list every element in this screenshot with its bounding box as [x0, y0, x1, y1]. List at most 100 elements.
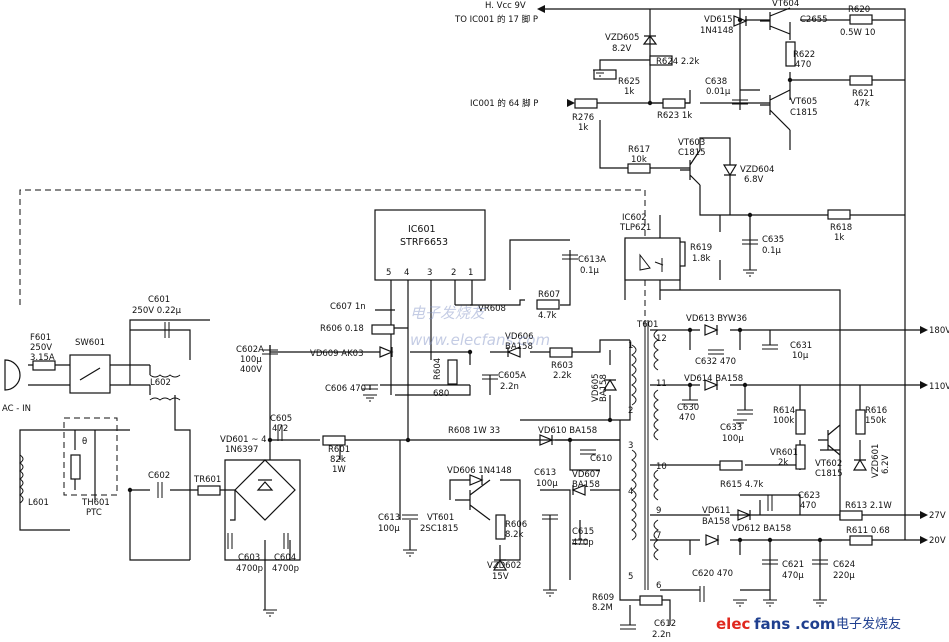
vzd604-value: 6.8V: [744, 175, 764, 185]
capacitor-c635: [742, 239, 758, 245]
vzd604-label: VZD604: [740, 165, 774, 175]
vt602-label: VT602: [815, 459, 842, 469]
vd605-label: VD605: [591, 373, 601, 402]
diode-vd606: [469, 474, 484, 486]
r615-label: R615 4.7k: [720, 480, 763, 490]
vd606-label: VD606 1N4148: [447, 466, 512, 476]
out-180v: 180V: [929, 326, 949, 336]
c613b-label: C613: [378, 513, 400, 523]
c601-label: C601: [148, 295, 170, 305]
ic601-label: IC601: [408, 224, 436, 235]
c630-label: C630: [677, 403, 699, 413]
vd613-label: VD613 BYW36: [686, 314, 747, 324]
capacitor-c620: [699, 586, 705, 602]
c613b-value: 100μ: [378, 524, 400, 534]
vzd605-label: VZD605: [605, 33, 639, 43]
c602a-label: C602A: [236, 345, 264, 355]
diode-vzd602: [492, 558, 508, 571]
capacitor-c605: [277, 425, 283, 441]
winding-9: 9: [656, 506, 661, 516]
r622-label: R622: [793, 50, 815, 60]
winding-3: 3: [628, 441, 633, 451]
c635-label: C635: [762, 235, 784, 245]
ic601-part: STRF6653: [400, 237, 448, 248]
c605-label: C605: [270, 414, 292, 424]
c604-value: 4700p: [272, 564, 299, 574]
brand-logo: elec fans .com 电子发烧友: [716, 615, 901, 633]
hvcc-label: H. Vcc 9V: [485, 1, 526, 11]
diodes: [379, 15, 868, 571]
r607-value: 4.7k: [538, 311, 557, 321]
resistor-r625: [593, 69, 617, 80]
resistor-r620: [849, 14, 873, 25]
vd607-label: VD607: [572, 470, 601, 480]
vd609-label: VD609 AK03: [310, 349, 364, 359]
resistor-vr601: [795, 444, 806, 470]
r276-label: R276: [572, 113, 594, 123]
c606-label: C606 470: [325, 384, 366, 394]
brand-cn: 电子发烧友: [836, 616, 901, 632]
vd611-value: BA158: [702, 517, 730, 527]
resistor-r624: [649, 55, 673, 66]
c612-label: C612: [654, 619, 676, 629]
r618-label: R618: [830, 223, 852, 233]
vd607-value: BA158: [572, 480, 600, 490]
c2655-label: C2655: [800, 15, 828, 25]
r608-label: VR608: [478, 304, 506, 314]
resistor-r609: [639, 595, 663, 606]
vd601-label: VD601 ~ 4: [220, 435, 267, 445]
f601-current: 3.15A: [30, 353, 55, 363]
diode-vd606top: [506, 346, 521, 358]
r611-label: R611 0.68: [846, 526, 890, 536]
c601-value: 250V 0.22μ: [132, 306, 182, 316]
vzd601-label: VZD601: [871, 444, 881, 478]
c631-label: C631: [790, 341, 812, 351]
r620-value: 0.5W 10: [840, 28, 875, 38]
capacitor-c613a: [562, 254, 578, 260]
diode-vd609: [379, 346, 394, 358]
r625-label: R625: [618, 77, 640, 87]
diode-vd614: [704, 379, 719, 391]
resistor-tr601: [197, 485, 221, 496]
capacitor-c633: [737, 409, 753, 415]
resistor-r276: [574, 98, 598, 109]
ic601-pin5: 5: [386, 268, 391, 278]
c620-label: C620 470: [692, 569, 733, 579]
vr601-label: VR601: [770, 448, 798, 458]
vt603-value: C1815: [678, 148, 706, 158]
capacitor-c603: [227, 533, 233, 549]
resistor-f601: [32, 360, 56, 371]
vd605-value: BA158: [599, 374, 609, 402]
c602a-value2: 400V: [240, 365, 262, 375]
diode-vzd604: [722, 164, 738, 177]
transistor-vt603: [680, 149, 701, 186]
c615-value: 470p: [572, 538, 594, 548]
c633-value: 100μ: [722, 434, 744, 444]
r608w-label: R608 1W 33: [448, 426, 500, 436]
capacitor-c630: [682, 399, 698, 405]
sw601-label: SW601: [75, 338, 105, 348]
c603-value: 4700p: [236, 564, 263, 574]
capacitor-c623: [767, 495, 773, 511]
capacitor-c631: [762, 344, 778, 350]
switch-contact: [79, 367, 101, 381]
diode-vzd605: [642, 35, 658, 45]
r621-label: R621: [852, 89, 874, 99]
capacitor-c606: [362, 384, 378, 390]
resistor-th601: [70, 454, 81, 480]
r606b-label: R606: [505, 520, 527, 530]
ic601-package: [374, 209, 486, 281]
out-27v: 27V: [929, 511, 946, 521]
brand-fans: fans: [754, 615, 790, 633]
diode-vd613: [704, 324, 719, 336]
resistor-r607: [536, 299, 560, 310]
output-arrows: [537, 5, 928, 544]
r616-value: 150k: [865, 416, 886, 426]
r607-label: R607: [538, 290, 560, 300]
t601-label: T601: [636, 320, 658, 330]
diode-vd615: [733, 15, 748, 27]
capacitor-c638: [732, 99, 748, 105]
c613-value: 100μ: [536, 479, 558, 489]
brand-elec: elec: [716, 615, 750, 633]
optocoupler-symbol: [639, 253, 664, 272]
